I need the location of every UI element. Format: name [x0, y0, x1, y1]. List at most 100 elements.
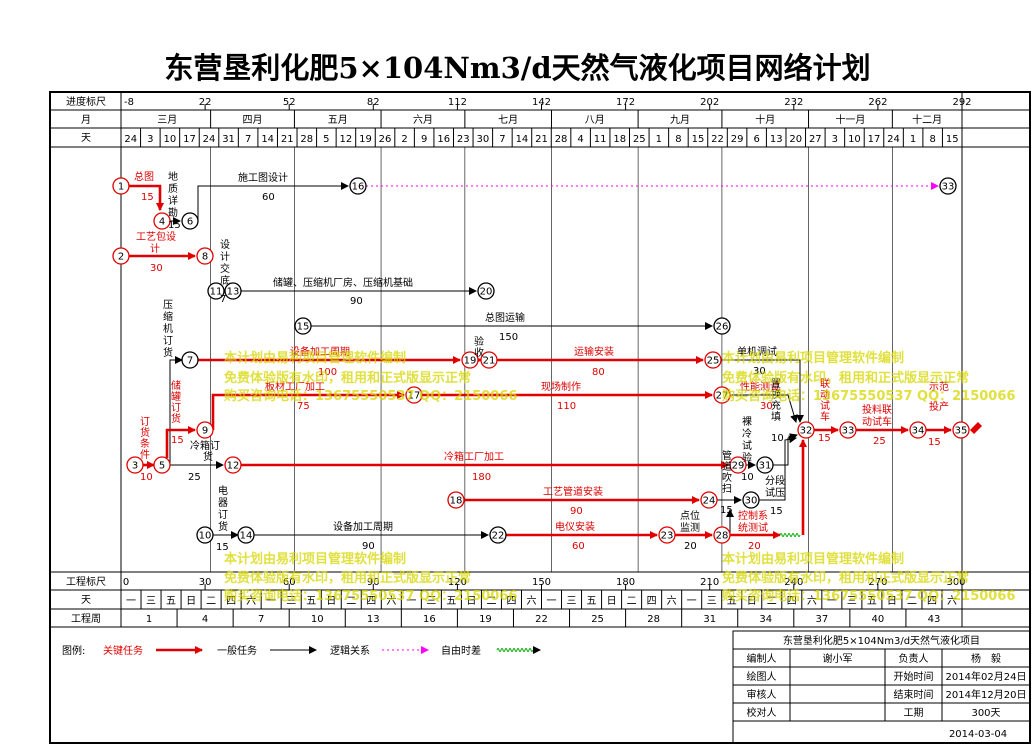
task-label: 订	[171, 402, 181, 414]
task-label: 缩	[163, 310, 173, 323]
task-arrows	[129, 182, 982, 539]
task-label: 设备加工周期	[333, 520, 393, 533]
event-node: 18	[447, 491, 465, 509]
weekday-label: 一	[687, 596, 697, 607]
event-node: 2	[112, 247, 130, 265]
event-node: 27	[713, 386, 731, 404]
event-node-number: 34	[912, 426, 925, 437]
progress-tick-label: 292	[952, 97, 971, 108]
task-label: 90	[570, 506, 583, 517]
task-label: 详	[168, 194, 178, 207]
task-label: 示范	[929, 380, 949, 393]
weekday-label: 二	[907, 596, 917, 607]
weekday-label: 一	[266, 596, 276, 607]
info-cell: 工期	[904, 707, 924, 719]
month-label: 三月	[157, 114, 177, 126]
event-node: 23	[658, 526, 676, 544]
week-number: 19	[479, 614, 492, 625]
weekday-label: 三	[146, 596, 156, 607]
month-label: 十二月	[912, 113, 942, 126]
weekday-label: 二	[206, 596, 216, 607]
event-node-circle	[729, 456, 747, 474]
week-number: 1	[146, 614, 152, 625]
task-label: 25	[873, 436, 886, 447]
weekday-label: 四	[506, 596, 516, 607]
legend-critical-label: 关键任务	[103, 644, 143, 657]
task-label: 60	[262, 192, 275, 203]
task-label: 换	[771, 388, 781, 401]
task-label: 施工图设计	[238, 171, 288, 184]
event-node: 33	[839, 421, 857, 439]
engineering-tick-label: 270	[868, 577, 887, 588]
weekday-label: 三	[567, 596, 577, 607]
day-label: 28	[555, 134, 568, 145]
weekday-label: 五	[446, 596, 456, 607]
event-node-number: 35	[955, 426, 968, 437]
info-cell: 开始时间	[894, 670, 934, 683]
weekday-label: 二	[346, 596, 356, 607]
weekday-label: 四	[366, 596, 376, 607]
event-node-circle	[939, 177, 957, 195]
weekday-label: 日	[607, 596, 617, 607]
event-node-number: 5	[159, 461, 165, 472]
legend-normal-label: 一般任务	[217, 644, 257, 657]
event-node: 35	[952, 421, 970, 439]
info-cell: 审核人	[747, 688, 777, 701]
event-node-circle	[713, 386, 731, 404]
weekday-row-label: 天	[81, 595, 91, 606]
event-node-circle	[704, 351, 722, 369]
task-label: 冷箱工厂加工	[444, 450, 504, 463]
event-node: 9	[196, 421, 214, 439]
weekday-label: 一	[827, 596, 837, 607]
task-label: 90	[350, 296, 363, 307]
task-label: 设备加工周期	[290, 345, 350, 358]
month-label: 四月	[243, 114, 263, 126]
event-node-circle	[153, 212, 171, 230]
day-row-label: 天	[81, 133, 91, 144]
task-label: 器	[218, 497, 228, 509]
event-node-number: 4	[159, 217, 165, 228]
day-label: 30	[476, 134, 489, 145]
day-label: 10	[164, 134, 177, 145]
progress-tick-label: 52	[283, 97, 296, 108]
outer-frame	[49, 91, 1031, 744]
event-node-circle	[480, 351, 498, 369]
task-label: 验	[742, 451, 752, 464]
weekday-label: 三	[286, 596, 296, 607]
task-label: 30	[150, 263, 163, 274]
info-cell: 2014年12月20日	[946, 688, 1027, 701]
day-label: 21	[281, 134, 294, 145]
task-label: 设	[220, 239, 230, 251]
task-label: 货	[218, 520, 228, 533]
task-label: 7	[220, 294, 226, 305]
week-number: 34	[759, 614, 772, 625]
weekday-label: 六	[246, 595, 256, 607]
weekday-label: 二	[627, 596, 637, 607]
day-label: 24	[203, 134, 216, 145]
event-node-circle	[349, 177, 367, 195]
weekday-label: 二	[767, 596, 777, 607]
day-label: 20	[789, 134, 802, 145]
task-label: 验	[474, 335, 484, 348]
watermark-text: 免费体验版有水印，租用和正式版显示正常	[224, 570, 471, 586]
day-label: 17	[868, 134, 881, 145]
event-node: 16	[349, 177, 367, 195]
project-info-box: 东营垦利化肥5×104Nm3/d天然气液化项目编制人谢小军负责人杨 毅绘图人开始…	[49, 627, 1031, 744]
task-label: 75	[297, 401, 310, 412]
page-title: 东营垦利化肥5×104Nm3/d天然气液化项目网络计划	[164, 51, 871, 85]
watermark-text: 购买咨询电话：13675550537 QQ：2150066	[722, 588, 1015, 604]
day-label: 23	[457, 134, 470, 145]
event-node-number: 29	[732, 461, 745, 472]
task-label: 统测试	[738, 521, 768, 534]
event-node-number: 17	[408, 391, 421, 402]
task-label: 充	[771, 399, 781, 412]
day-label: 12	[340, 134, 353, 145]
weekday-label: 五	[306, 596, 316, 607]
weekday-label: 日	[747, 596, 757, 607]
free-float-wave	[779, 533, 801, 537]
task-label: 件	[140, 449, 150, 461]
task-label: 试	[820, 399, 830, 412]
task-label: 货	[203, 450, 213, 463]
weekday-label: 五	[587, 596, 597, 607]
